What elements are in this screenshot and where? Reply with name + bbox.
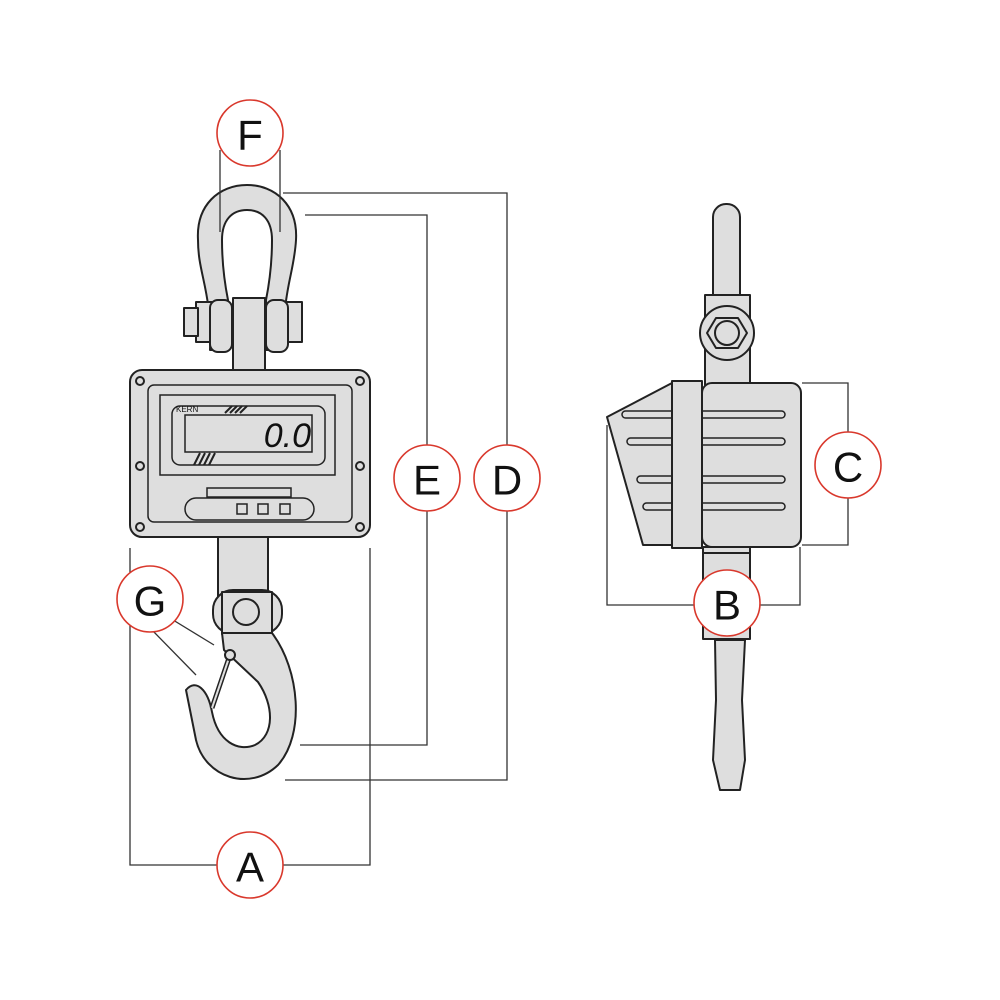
display-reading: 0.0 (264, 417, 311, 455)
side-hook (712, 639, 746, 791)
label-strip (206, 487, 292, 498)
lower-shank (217, 536, 269, 598)
side-bolt (714, 320, 740, 346)
shackle-nut (183, 307, 199, 337)
latch-pivot (224, 649, 236, 661)
label-a: A (216, 831, 284, 899)
shackle-leg-left (209, 299, 233, 353)
screw-hole (135, 522, 145, 532)
label-d: D (473, 444, 541, 512)
label-c: C (814, 431, 882, 499)
front-view: KERN 0.0 (129, 184, 371, 780)
screw-hole (135, 376, 145, 386)
svg-text:F: F (237, 112, 263, 159)
display-window (171, 405, 326, 466)
brand-logo: KERN (176, 405, 198, 414)
label-g: G (116, 565, 184, 633)
key-button[interactable] (279, 503, 291, 515)
screw-hole (355, 461, 365, 471)
screw-hole (355, 376, 365, 386)
label-f: F (216, 99, 284, 167)
svg-text:B: B (713, 582, 741, 629)
key-button[interactable] (257, 503, 269, 515)
lcd-screen (184, 414, 313, 453)
screw-holes (135, 376, 365, 532)
side-display-wedge (606, 382, 673, 546)
svg-text:C: C (833, 444, 863, 491)
side-housing (701, 382, 802, 548)
side-strap (671, 380, 703, 549)
display-bezel (159, 394, 336, 476)
svg-text:D: D (492, 457, 522, 504)
housing-inner-panel (147, 384, 353, 523)
hook (185, 632, 297, 780)
screw-hole (135, 461, 145, 471)
shackle-leg-right (265, 299, 289, 353)
svg-text:G: G (134, 578, 167, 625)
cooling-slots (621, 410, 786, 511)
keypad (184, 497, 315, 521)
side-view (606, 203, 802, 791)
screw-hole (355, 522, 365, 532)
upper-shank (232, 297, 266, 373)
label-b: B (693, 569, 761, 637)
key-button[interactable] (236, 503, 248, 515)
svg-text:A: A (236, 844, 264, 891)
svg-text:E: E (413, 457, 441, 504)
display-hatch (193, 405, 248, 466)
swivel-pin (232, 598, 260, 626)
label-e: E (393, 444, 461, 512)
